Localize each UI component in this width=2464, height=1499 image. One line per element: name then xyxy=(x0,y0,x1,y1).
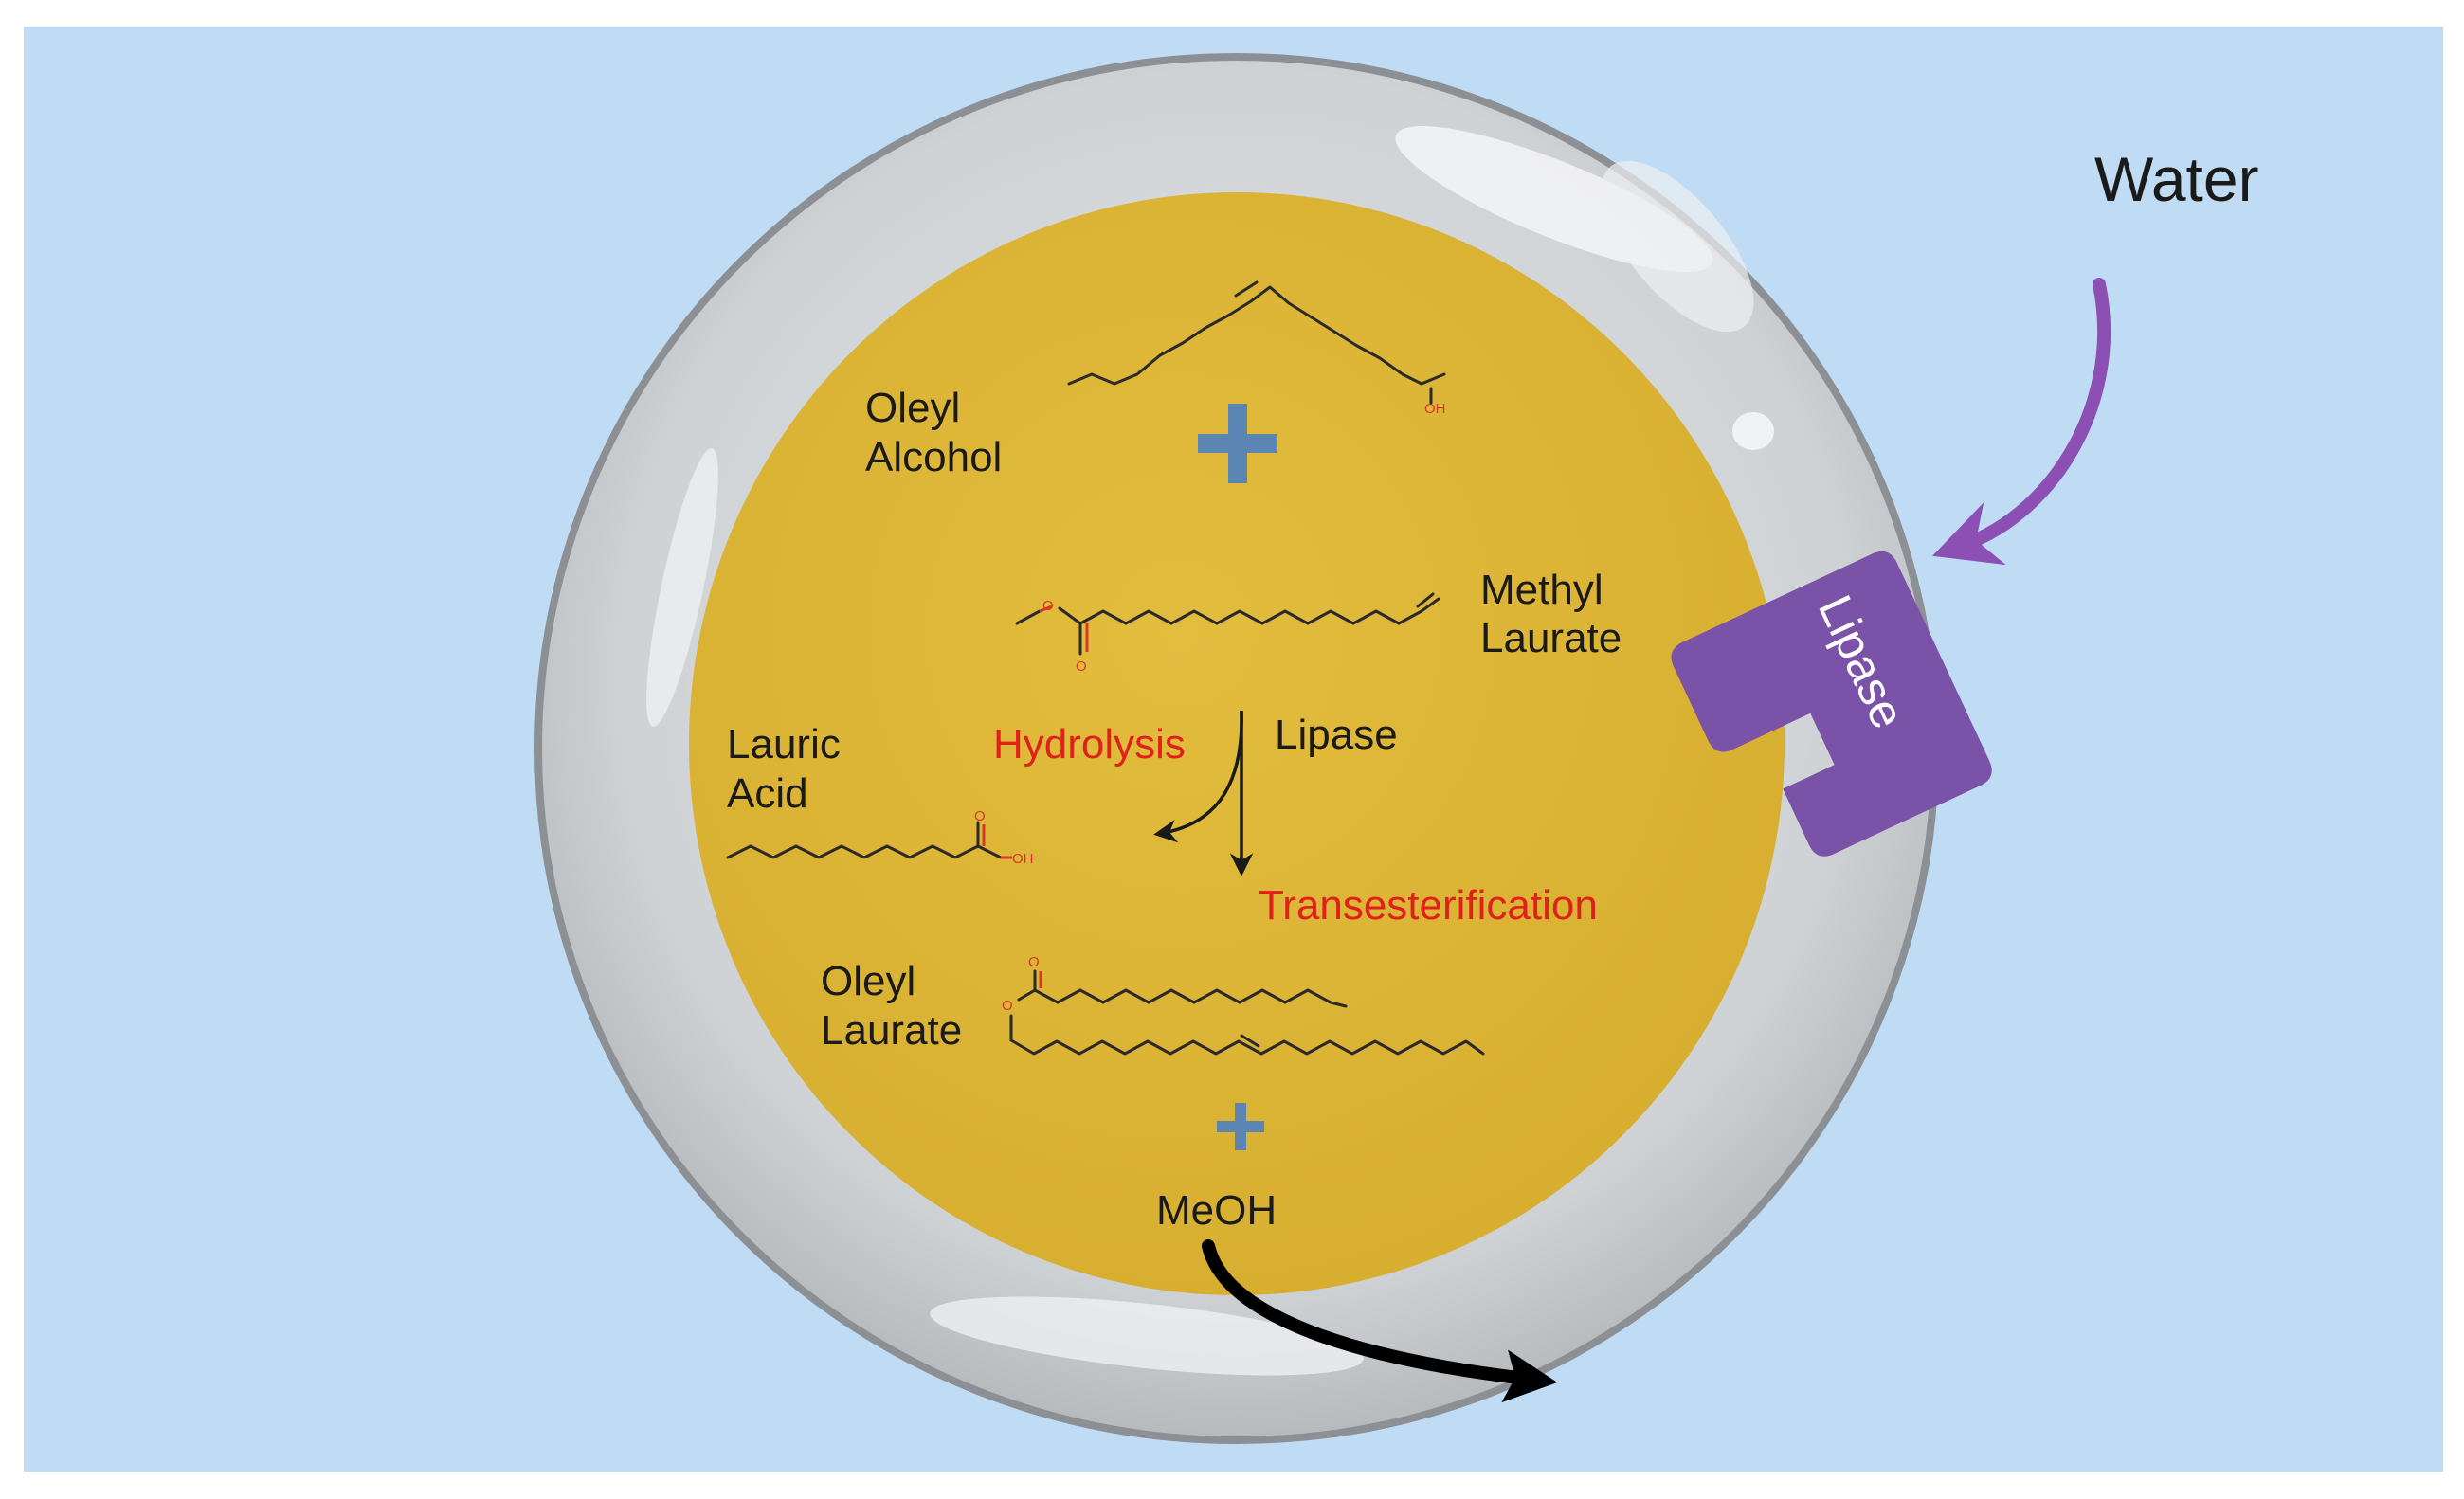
svg-text:O: O xyxy=(974,808,986,824)
plus-sign xyxy=(1217,1103,1264,1150)
methyl-laurate-structure: O O xyxy=(1015,592,1440,675)
atom-oh: OH xyxy=(1424,401,1446,417)
meoh-exit-arrow xyxy=(1202,1239,1558,1403)
oleyl-laurate-label: Laurate xyxy=(821,1007,962,1054)
methyl-laurate-label: Laurate xyxy=(1480,615,1622,661)
shell-highlight xyxy=(1601,160,1754,333)
oleyl-laurate-label: Oleyl xyxy=(821,958,915,1004)
oleyl-laurate-structure: O O xyxy=(1002,954,1485,1056)
svg-text:O: O xyxy=(1076,659,1087,675)
plus-sign xyxy=(1198,404,1277,483)
meoh-label: MeOH xyxy=(1156,1187,1277,1234)
lauric-acid-label: Acid xyxy=(727,770,808,817)
transesterification-label: Transesterification xyxy=(1259,882,1598,929)
oleyl-alcohol-structure xyxy=(1067,285,1446,386)
oleyl-alcohol-label: Oleyl xyxy=(865,385,960,431)
shell-highlight xyxy=(1732,412,1774,450)
svg-text:O: O xyxy=(1042,598,1054,614)
svg-text:OH: OH xyxy=(1012,851,1034,867)
shell-highlight xyxy=(646,448,718,727)
water-label: Water xyxy=(2094,144,2259,214)
hydrolysis-label: Hydrolysis xyxy=(993,721,1186,768)
water-arrow xyxy=(1932,278,2111,566)
svg-text:O: O xyxy=(1028,954,1040,970)
lauric-acid-label: Lauric xyxy=(727,721,841,768)
lipase-arrow-label: Lipase xyxy=(1275,712,1398,758)
shell-highlight xyxy=(930,1296,1364,1376)
lauric-acid-structure: O OH xyxy=(726,808,1034,867)
oleyl-alcohol-structure xyxy=(1234,280,1259,298)
inner-core xyxy=(689,192,1785,1295)
lipase-enzyme: Lipase xyxy=(1671,551,1992,857)
svg-text:O: O xyxy=(1002,998,1013,1014)
methyl-laurate-label: Methyl xyxy=(1480,567,1603,613)
oleyl-alcohol-label: Alcohol xyxy=(865,434,1002,480)
